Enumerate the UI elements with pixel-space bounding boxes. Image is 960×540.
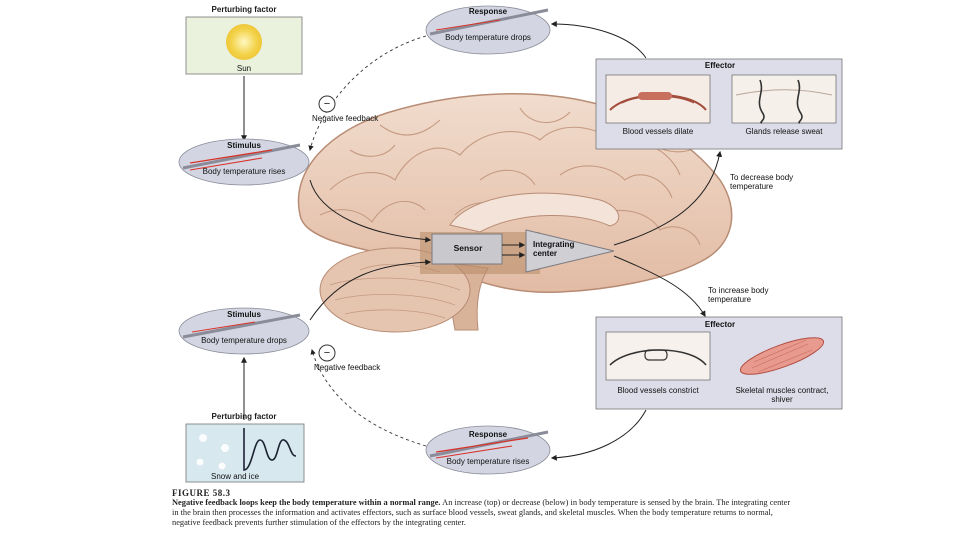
figure-caption: FIGURE 58.3 Negative feedback loops keep… xyxy=(172,488,792,528)
perturbing-factor-bottom-title: Perturbing factor xyxy=(184,412,304,421)
stimulus-top-title: Stimulus xyxy=(214,141,274,150)
effector-top-title: Effector xyxy=(690,61,750,70)
effector-bottom-left-label: Blood vessels constrict xyxy=(608,386,708,395)
snow-label: Snow and ice xyxy=(200,472,270,481)
perturbing-factor-top-title: Perturbing factor xyxy=(184,5,304,14)
stimulus-top-text: Body temperature rises xyxy=(200,167,288,176)
integrating-center-label: Integrating center xyxy=(533,240,589,258)
to-decrease-label: To decrease body temperature xyxy=(730,173,820,191)
effector-bottom-right-label: Skeletal muscles contract, shiver xyxy=(726,386,838,404)
negative-feedback-top-label: Negative feedback xyxy=(312,114,412,123)
stimulus-bottom-title: Stimulus xyxy=(214,310,274,319)
to-increase-label: To increase body temperature xyxy=(708,286,798,304)
effector-bottom-title: Effector xyxy=(690,320,750,329)
sweat-gland-panel xyxy=(732,75,836,123)
sun-label: Sun xyxy=(214,64,274,73)
response-top-text: Body temperature drops xyxy=(444,33,532,42)
stimulus-bottom-text: Body temperature drops xyxy=(200,336,288,345)
effector-top-right-label: Glands release sweat xyxy=(734,127,834,136)
sensor-label: Sensor xyxy=(438,244,498,253)
response-top-title: Response xyxy=(458,7,518,16)
minus-symbol-top: − xyxy=(321,97,333,111)
effector-top-left-label: Blood vessels dilate xyxy=(608,127,708,136)
response-bottom-text: Body temperature rises xyxy=(444,457,532,466)
figure-number: FIGURE 58.3 xyxy=(172,488,792,498)
sun-icon xyxy=(226,24,262,60)
caption-title: Negative feedback loops keep the body te… xyxy=(172,498,441,507)
negative-feedback-bottom-label: Negative feedback xyxy=(314,363,414,372)
response-bottom-title: Response xyxy=(458,430,518,439)
minus-symbol-bottom: − xyxy=(321,346,333,360)
